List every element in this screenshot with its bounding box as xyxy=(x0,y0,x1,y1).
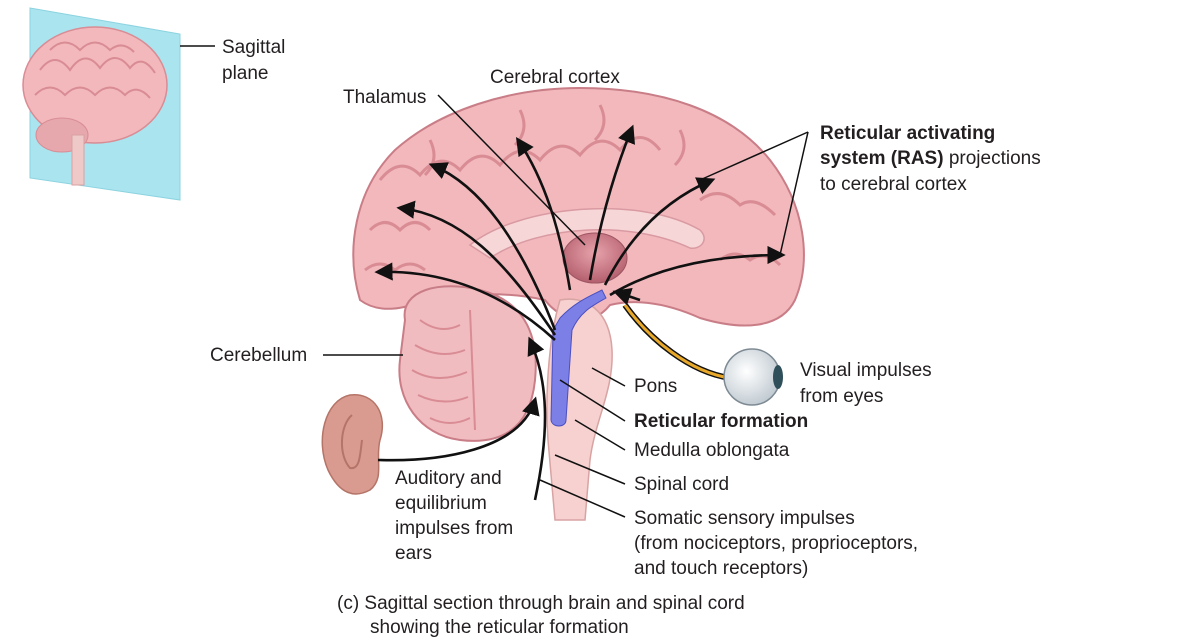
eye-iris xyxy=(773,365,783,389)
sagittal-plane-inset xyxy=(22,7,215,201)
pathway-arrows xyxy=(374,124,786,501)
pons-label: Pons xyxy=(634,376,678,397)
pons-leader xyxy=(591,367,626,387)
leader-lines xyxy=(323,94,809,518)
somatic-input-arrow xyxy=(527,336,547,501)
ras-projection-arrow-3 xyxy=(428,162,557,331)
somatic-leader xyxy=(539,479,626,518)
ras-projection-arrow-1 xyxy=(374,262,556,341)
brain-section xyxy=(352,86,805,521)
reticular-formation xyxy=(550,289,607,427)
cerebellum-label: Cerebellum xyxy=(210,345,308,366)
auditory-label-2: equilibrium xyxy=(395,493,487,514)
ras-label-rest: projections xyxy=(943,148,1041,169)
optic-pathway-fill xyxy=(623,304,731,380)
thalamus-label: Thalamus xyxy=(343,87,427,108)
auditory-label-3: impulses from xyxy=(395,518,514,539)
auditory-label-4: ears xyxy=(395,543,432,564)
inset-brainstem xyxy=(71,134,85,186)
cerebellum xyxy=(398,285,537,442)
cerebellum-folia xyxy=(411,309,476,431)
sagittal-plane-label-1: Sagittal xyxy=(222,37,286,58)
spinal-cord-label: Spinal cord xyxy=(634,474,730,495)
somatic-label-2: (from nociceptors, proprioceptors, xyxy=(634,533,919,554)
ras-label-line3: to cerebral cortex xyxy=(820,174,967,195)
inset-brain xyxy=(22,26,168,144)
ras-label-line2: system (RAS) projections xyxy=(820,147,1041,170)
cerebrum xyxy=(352,86,805,327)
ras-projection-arrow-5 xyxy=(588,124,635,281)
ear-shape xyxy=(321,394,384,495)
ras-label-line1: Reticular activating xyxy=(820,123,996,144)
ras-projection-arrow-4 xyxy=(515,136,572,291)
medulla-label: Medulla oblongata xyxy=(634,440,790,461)
ear-inner xyxy=(341,414,363,470)
auditory-input-arrow xyxy=(377,396,540,462)
ras-projection-arrow-7 xyxy=(609,245,786,297)
figure-caption-line1: (c) Sagittal section through brain and s… xyxy=(337,593,745,614)
visual-label-2: from eyes xyxy=(800,386,884,407)
somatic-label-1: Somatic sensory impulses xyxy=(634,508,855,529)
ras-leader-1 xyxy=(699,131,809,181)
reticular-formation-label: Reticular formation xyxy=(634,411,809,432)
ras-projection-arrow-6 xyxy=(603,177,716,286)
inset-brain-gyri xyxy=(34,41,156,99)
ear xyxy=(321,394,384,495)
spinal-cord-leader xyxy=(554,454,626,485)
cerebral-cortex-label: Cerebral cortex xyxy=(490,67,620,88)
ras-label-bold: system (RAS) xyxy=(820,148,944,169)
eye xyxy=(723,348,781,406)
sagittal-plane-label-2: plane xyxy=(222,63,269,84)
somatic-label-3: and touch receptors) xyxy=(634,558,809,579)
visual-label-1: Visual impulses xyxy=(800,360,932,381)
visual-input-arrow xyxy=(612,287,641,306)
reticular-formation-leader xyxy=(559,379,626,422)
medulla-leader xyxy=(574,419,626,451)
figure-caption-line2: showing the reticular formation xyxy=(370,617,629,638)
ras-projection-arrow-2 xyxy=(396,200,557,336)
ras-leader-2 xyxy=(779,131,809,256)
corpus-callosum xyxy=(468,207,705,259)
visual-pathway xyxy=(622,303,783,406)
auditory-label-1: Auditory and xyxy=(395,468,502,489)
thalamus-leader xyxy=(437,94,586,246)
